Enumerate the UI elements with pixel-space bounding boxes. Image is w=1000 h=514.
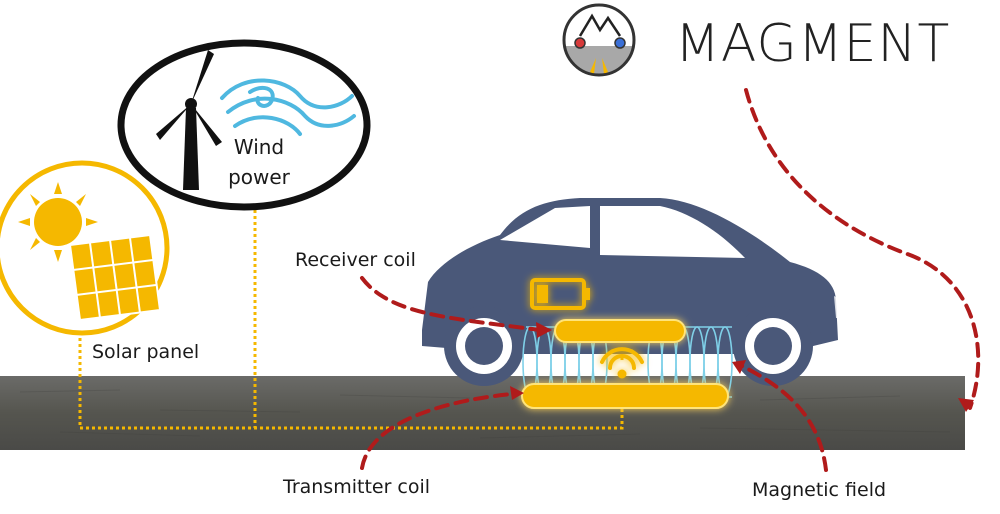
magnetic-field-label: Magnetic field	[752, 479, 887, 501]
annotation-arrows	[360, 88, 981, 472]
transmitter-coil-label: Transmitter coil	[283, 476, 431, 498]
wind-label-line2: power	[228, 165, 290, 189]
wind-power-emblem: Wind power	[117, 39, 371, 211]
receiver-coil-label: Receiver coil	[295, 249, 416, 271]
wind-label-line1: Wind	[233, 135, 285, 159]
brand-arrow	[744, 88, 981, 410]
arrowheads	[510, 322, 974, 412]
solar-panel-icon	[68, 233, 162, 322]
sun-icon	[18, 182, 98, 262]
brand-name: MAGMENT	[675, 14, 951, 74]
wind-swirl	[220, 78, 356, 136]
magnetic-field-arrow	[740, 364, 828, 472]
wind-power-label: Wind power	[222, 132, 296, 192]
wifi-signal-icon	[600, 347, 644, 379]
solar-panel-label: Solar panel	[92, 341, 200, 363]
solar-panel-emblem	[0, 160, 170, 336]
transmitter-coil-arrow	[360, 392, 514, 470]
magment-logo-icon	[562, 3, 636, 77]
receiver-coil	[554, 319, 686, 343]
transmitter-coil	[521, 383, 729, 409]
road-texture	[19, 389, 951, 439]
electric-car	[422, 198, 842, 386]
battery-icon	[530, 278, 590, 310]
wind-turbine-icon	[156, 50, 222, 190]
